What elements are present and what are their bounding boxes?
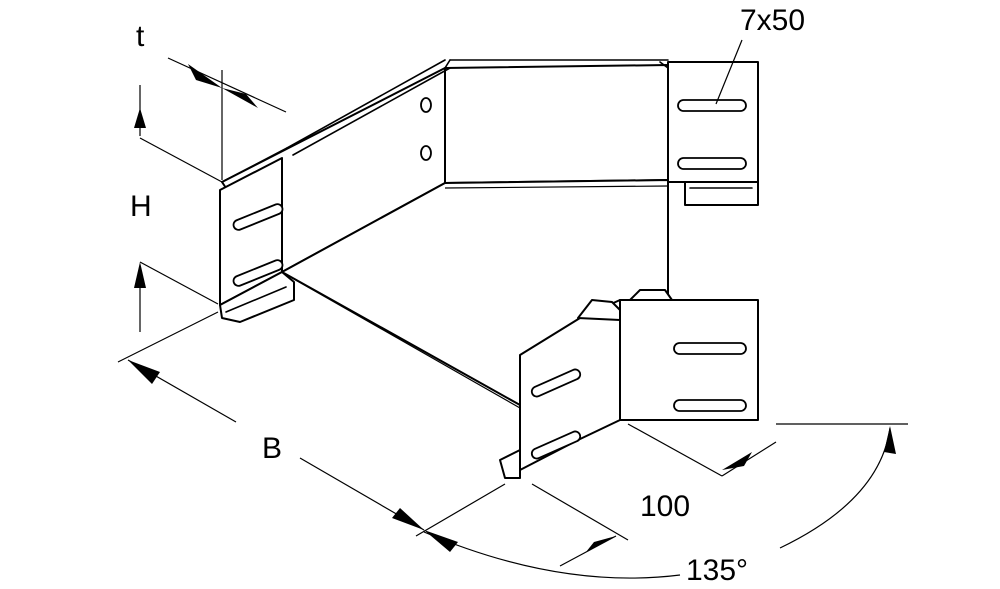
- slot-front-1: [530, 368, 582, 398]
- dimension-135-angle: [423, 423, 908, 579]
- label-angle: 135°: [686, 554, 748, 587]
- right-bottom-coupler-plate: [619, 289, 759, 421]
- slot-left-1: [232, 203, 284, 231]
- left-coupler-plate: [219, 157, 295, 323]
- slot-right-top-2: [677, 157, 747, 170]
- label-length: 100: [640, 490, 690, 523]
- dimension-b: [117, 311, 506, 537]
- slot-right-top-1: [677, 99, 747, 112]
- hole-upper: [420, 97, 432, 113]
- front-side-wall: [499, 299, 621, 479]
- hole-lower: [420, 145, 432, 161]
- right-top-coupler-plate: [667, 61, 759, 206]
- label-slot-size: 7x50: [740, 4, 805, 37]
- label-b: B: [262, 432, 282, 465]
- label-t: t: [136, 20, 145, 53]
- rear-side-wall: [444, 59, 669, 184]
- slot-front-2: [530, 430, 582, 460]
- dimension-h: [134, 261, 219, 332]
- dimension-100: [531, 423, 777, 567]
- slot-right-bottom-1: [673, 342, 747, 355]
- dimension-t: [134, 57, 287, 183]
- slot-right-bottom-2: [673, 399, 747, 412]
- slot-left-2: [232, 259, 284, 287]
- label-h: H: [130, 190, 152, 223]
- slot-leader: [715, 39, 743, 105]
